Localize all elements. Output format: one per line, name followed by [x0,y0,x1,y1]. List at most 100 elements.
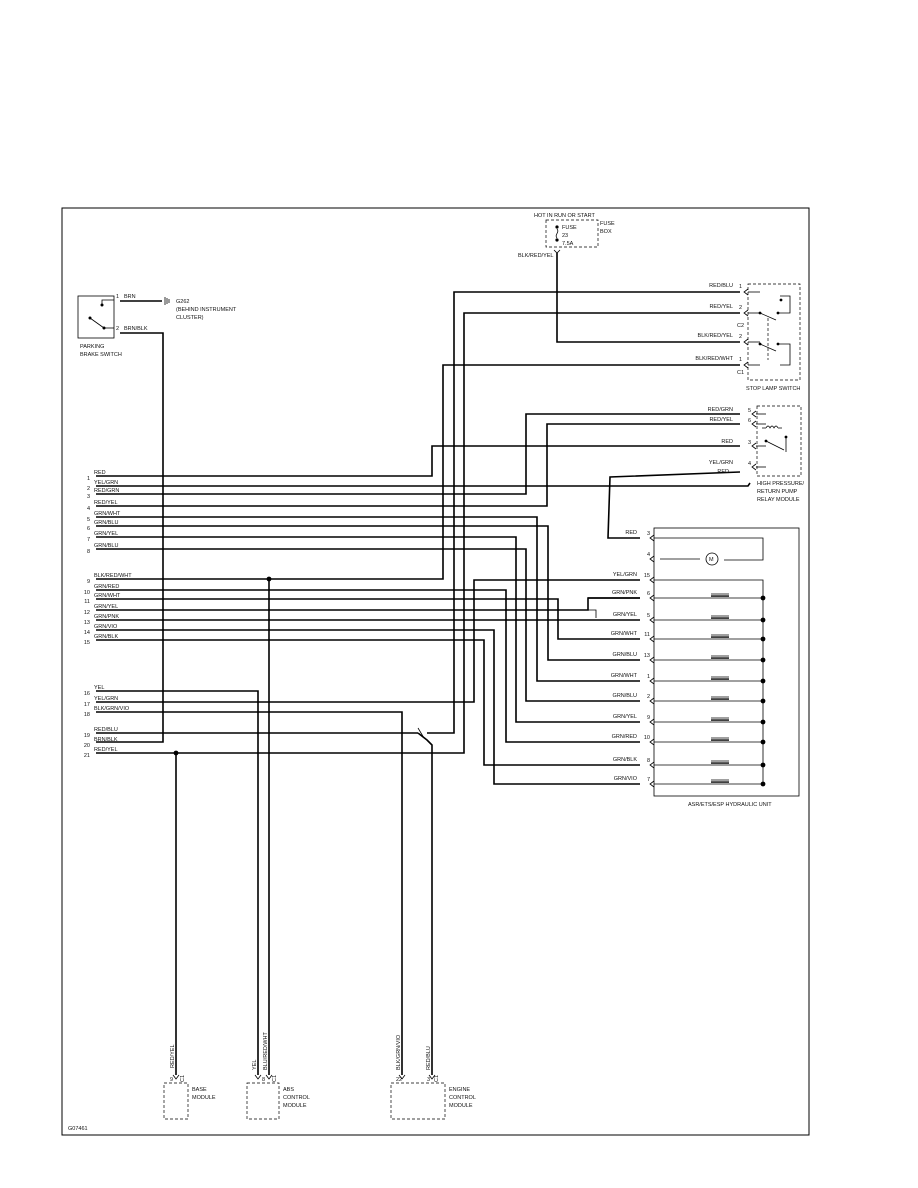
relay-title-1: HIGH PRESSURE/ [757,481,805,487]
module-pin-wire-label: GRN/YEL [94,531,118,537]
hydraulic-wire-label: GRN/RED [612,734,637,740]
wire-route [96,413,740,495]
pb-pin-2: 2 [116,326,119,332]
hydraulic-unit: M ASR/ETS/ESP HYDRAULIC UNIT [653,527,800,808]
module-pin-wire-label: GRN/YEL [94,604,118,610]
hydraulic-terminal [649,616,655,624]
relay-wire-label: RED [717,469,729,475]
splice-dot [173,750,179,756]
ecm-title-2: CONTROL [449,1095,476,1101]
ecm-conn: C1 [434,1075,440,1082]
pb-title-1: PARKING [80,344,104,350]
stop-lamp-wire-label: RED/YEL [709,304,733,310]
module-pin-wire-label: GRN/WHT [94,511,121,517]
module-pin-number: 7 [87,537,90,543]
abs-module-title-2: CONTROL [283,1095,310,1101]
hydraulic-terminal [649,576,655,584]
hydraulic-terminal [649,534,655,542]
hydraulic-pin-number: 6 [647,591,650,597]
module-pin-number: 17 [84,702,90,708]
module-pin-wire-label: YEL/GRN [94,696,118,702]
relay-wire-label: YEL/GRN [709,460,733,466]
ground-note-1: (BEHIND INSTRUMENT [176,307,237,313]
module-pin-number: 21 [84,753,90,759]
stop-lamp-pin-number: 1 [739,284,742,290]
ecm-wire-2: RED/BLU [426,1046,432,1070]
stop-lamp-wire-label: RED/BLU [709,283,733,289]
module-pin-number: 10 [84,590,90,596]
module-pin-wire-label: YEL [94,685,104,691]
base-module-title-1: BASE [192,1087,207,1093]
wire-route [96,598,640,640]
ground-g262: G262 (BEHIND INSTRUMENT CLUSTER) [164,297,237,321]
relay-pin-number: 3 [748,440,751,446]
pb-pin-1: 1 [116,294,119,300]
ground-note-2: CLUSTER) [176,315,204,321]
pump-motor-icon: M [709,557,714,563]
module-pin-number: 6 [87,526,90,532]
wire-route [417,727,425,739]
stop-lamp-pin-number: 2 [739,305,742,311]
module-pin-number: 19 [84,733,90,739]
hydraulic-terminal [649,697,655,705]
wire-route [96,711,403,1075]
stop-lamp-terminal [743,288,749,296]
stop-lamp-wire-label: BLK/RED/YEL [698,333,733,339]
stop-lamp-c2: C2 [737,323,744,329]
module-pin-number: 20 [84,743,90,749]
fuse-header: HOT IN RUN OR START [534,213,595,219]
relay-pin-number: 5 [748,408,751,414]
module-terminal [398,1074,406,1080]
module-pin-number: 18 [84,712,90,718]
module-pin-wire-label: GRN/BLK [94,634,118,640]
fuse-amperage: 7.5A [562,241,574,247]
hydraulic-pin-number: 11 [644,632,650,638]
relay-pin-number: 4 [748,461,751,467]
module-pin-wire-label: GRN/PNK [94,614,119,620]
diagram-border [61,207,810,1136]
stop-lamp-pin-number: 2 [739,334,742,340]
module-pin-wire-label: RED/YEL [94,747,118,753]
module-pin-wire-label: BLK/RED/WHT [94,573,132,579]
hydraulic-terminal [649,635,655,643]
module-terminal [254,1074,262,1080]
relay-terminal [751,442,757,450]
splice-dot [266,576,272,582]
wire-route [96,364,740,580]
module-pin-wire-label: GRN/BLU [94,543,118,549]
module-terminal [428,1074,436,1080]
abs-module-pin: 8 [262,1077,265,1083]
wire-labels: 1RED2YEL/GRN3RED/GRN4RED/YEL5GRN/WHT6GRN… [84,283,751,783]
pump-relay-module: HIGH PRESSURE/ RETURN PUMP RELAY MODULE [756,405,805,503]
solenoid-ground-dot [760,678,766,684]
pb-wire-1: BRN [124,294,136,300]
module-pin-number: 11 [84,599,90,605]
stop-lamp-wire-label: BLK/RED/WHT [695,356,733,362]
hydraulic-wire-label: GRN/WHT [611,631,638,637]
module-pin-wire-label: RED/YEL [94,500,118,506]
wire-route [96,482,751,487]
module-pin-number: 8 [87,549,90,555]
wire-route [607,471,741,539]
module-pin-number: 12 [84,610,90,616]
hydraulic-pin-number: 7 [647,777,650,783]
solenoid-ground-dot [760,762,766,768]
module-pin-number: 1 [87,476,90,482]
fuse-box-label: FUSE [600,221,615,227]
solenoid-ground-dot [760,636,766,642]
hydraulic-wire-label: RED [625,530,637,536]
solenoid-ground-dot [760,617,766,623]
stop-lamp-title: STOP LAMP SWITCH [746,386,800,392]
solenoid-ground-dot [760,719,766,725]
hydraulic-terminal [649,761,655,769]
hydraulic-pin-number: 3 [647,531,650,537]
relay-wire-label: RED/YEL [709,417,733,423]
wire-route [96,589,640,743]
solenoid-ground-dot [760,595,766,601]
solenoid-ground-dot [760,781,766,787]
wire-route [96,445,740,477]
module-pin-wire-label: GRN/BLU [94,520,118,526]
hydraulic-wire-label: GRN/PNK [612,590,637,596]
hydraulic-wire-label: GRN/VIO [614,776,638,782]
